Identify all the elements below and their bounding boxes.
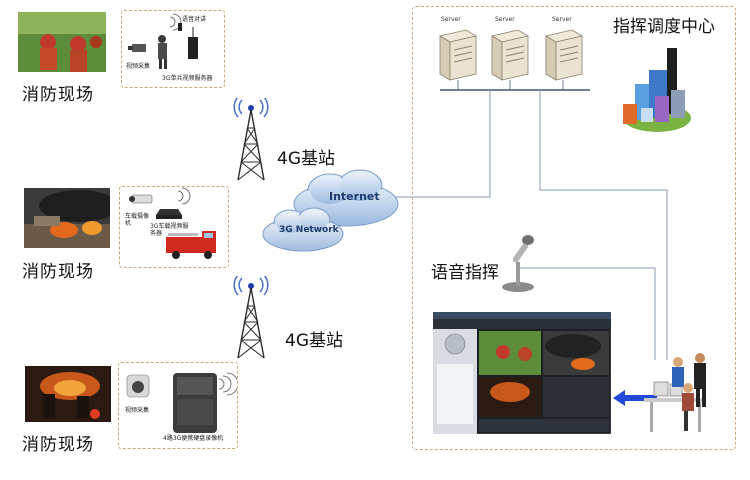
video-capture-label-3: 视频采集 <box>125 407 150 414</box>
server-label-2: Server <box>495 16 515 23</box>
command-center-box <box>412 6 736 450</box>
station-label-2: 4G基站 <box>285 331 343 351</box>
tower-icon-1 <box>228 96 274 182</box>
internet-label: Internet <box>329 190 380 203</box>
device-box-soldier: 语音对讲 视频采集 3G单兵视频服务器 <box>121 10 225 88</box>
scene-label-2: 消防现场 <box>22 262 94 282</box>
tower-icon-2 <box>228 274 274 360</box>
3g-network-cloud-icon <box>260 204 346 256</box>
device-box-vehicle: 车载摄像机 3G车载视频服务器 <box>119 186 229 268</box>
arrow-left-icon <box>613 390 657 406</box>
server-icon-3 <box>542 26 586 82</box>
scene-label-3: 消防现场 <box>22 435 94 455</box>
station-label-1: 4G基站 <box>277 149 335 169</box>
vehicle-camera-label: 车载摄像机 <box>125 213 150 227</box>
device-box-portable: 视频采集 4路3G便携硬盘录像机 <box>118 362 238 449</box>
server-label-3: Server <box>552 16 572 23</box>
server-icon-1 <box>436 26 480 82</box>
operators-icon <box>640 348 724 436</box>
fire-scene-photo-1 <box>18 12 106 72</box>
microphone-icon <box>488 232 540 294</box>
walkie-label: 语音对讲 <box>182 16 207 23</box>
server-icon-2 <box>488 26 532 82</box>
3g-network-label: 3G Network <box>279 225 339 235</box>
fire-scene-photo-2 <box>24 188 110 248</box>
soldier-server-label: 3G单兵视频服务器 <box>162 75 213 82</box>
portable-recorder-label: 4路3G便携硬盘录像机 <box>163 435 224 442</box>
fire-scene-photo-3 <box>25 366 111 422</box>
command-center-title: 指挥调度中心 <box>613 17 715 37</box>
scene-label-1: 消防现场 <box>22 85 94 105</box>
monitoring-software-window <box>432 311 612 435</box>
voice-command-label: 语音指挥 <box>431 263 499 283</box>
server-label-1: Server <box>441 16 461 23</box>
vehicle-server-label: 3G车载视频服务器 <box>150 223 189 237</box>
video-capture-label-1: 视频采集 <box>126 63 151 70</box>
city-buildings-icon <box>615 40 695 140</box>
